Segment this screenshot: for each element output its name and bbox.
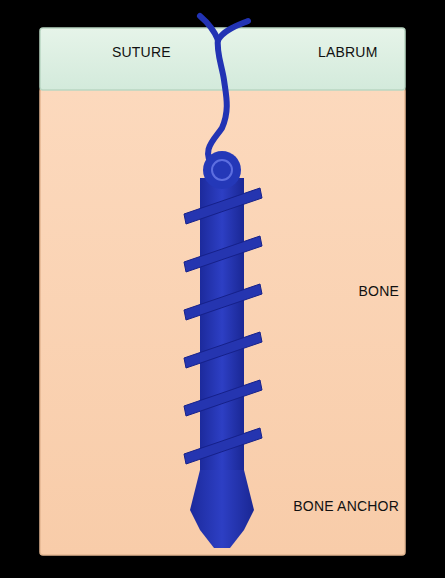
suture-strand [208,38,227,168]
region-label: LABRUM [318,44,378,60]
screw-thread [184,332,262,368]
region-label: BONE [359,283,399,299]
suture-end [218,21,248,40]
screw-thread [184,284,262,320]
screw-thread [184,428,262,464]
labrum-band: LABRUM [40,28,405,90]
screw-thread [184,380,262,416]
screw-thread [184,236,262,272]
anchor-body [184,151,262,548]
bone-block [40,88,405,555]
part-label: SUTURE [112,44,171,60]
bone-block: BONE [40,88,405,555]
part-label: BONE ANCHOR [293,498,399,514]
suture-end [200,16,218,40]
screw-thread [184,188,262,224]
